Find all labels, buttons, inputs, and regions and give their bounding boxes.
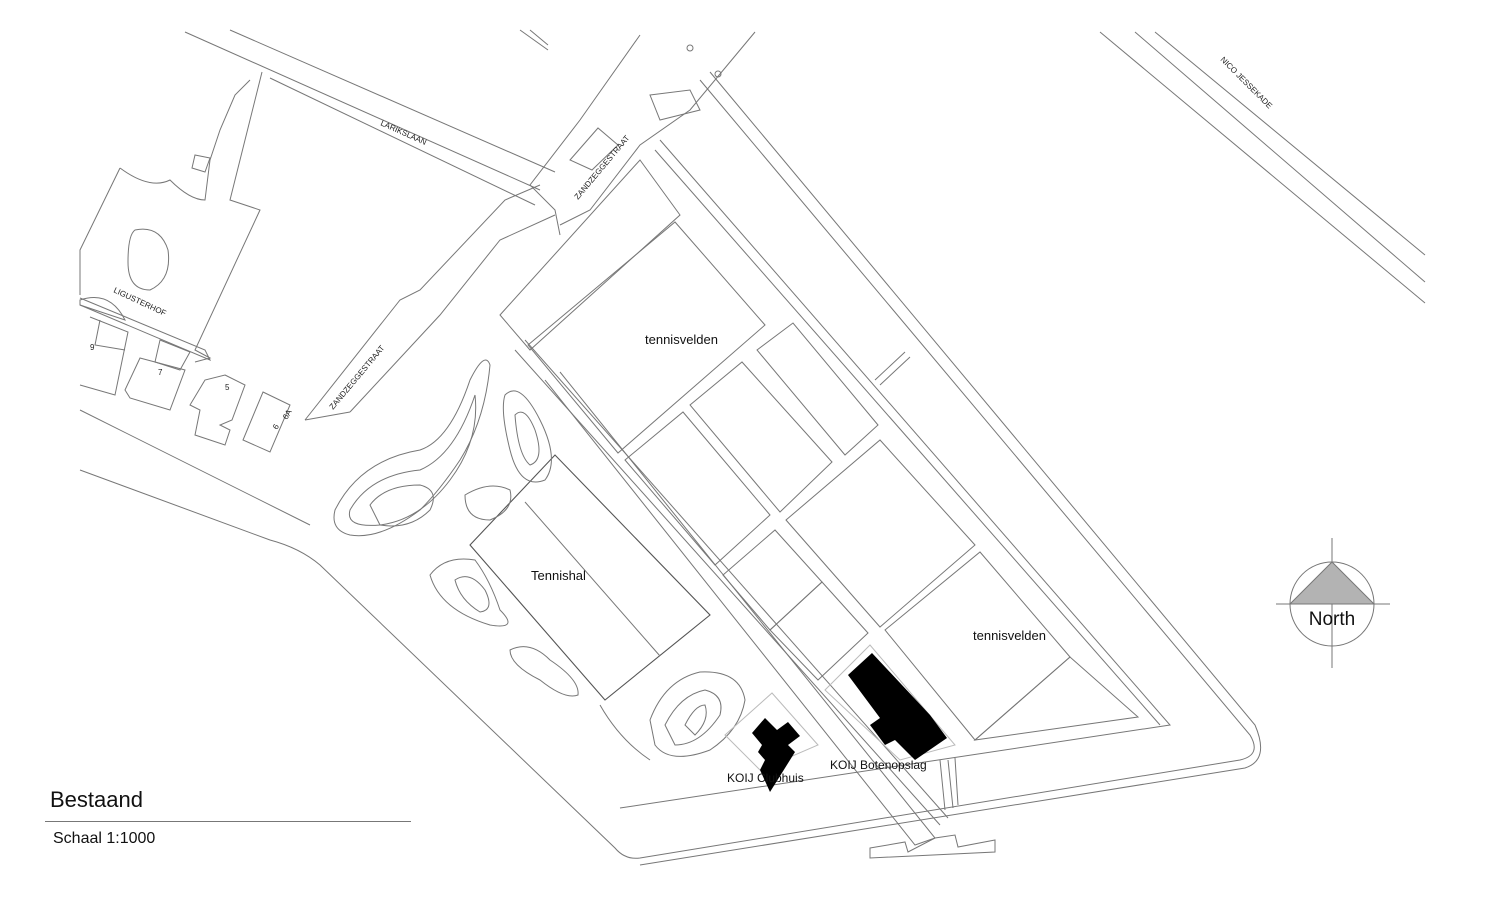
nico-jessekade-road: [1099, 31, 1426, 304]
drawing-title: Bestaand: [50, 787, 143, 812]
court: [624, 411, 771, 566]
court: [769, 581, 869, 681]
house-number: 6: [271, 422, 281, 431]
botenopslag-plot: [824, 644, 956, 761]
tennis-courts: [527, 221, 1140, 741]
court: [689, 361, 833, 513]
zandzegge-street: [304, 29, 756, 421]
north-arrow: North: [1276, 538, 1390, 668]
label-tennishal: Tennishal: [531, 568, 586, 583]
street-label-lariks: LARIKSLAAN: [379, 119, 428, 147]
house-number: 6A: [281, 407, 294, 421]
court: [785, 439, 976, 628]
site-boundary: [79, 71, 1262, 866]
label-clubhuis: KOIJ Clubhuis: [727, 771, 804, 785]
court: [756, 322, 879, 456]
street-label-nico: NICO JESSEKADE: [1219, 55, 1274, 110]
clubhuis-plot: [724, 692, 819, 771]
drawing-scale: Schaal 1:1000: [53, 830, 156, 847]
title-divider: [45, 821, 411, 822]
north-triangle-icon: [1288, 561, 1376, 605]
tennishal-building: [469, 454, 711, 701]
botenopslag-building: [848, 653, 947, 760]
label-tennisvelden-top: tennisvelden: [645, 332, 718, 347]
court: [973, 656, 1140, 741]
house-number: 5: [225, 383, 230, 392]
house-number: 7: [158, 368, 163, 377]
house-number: 9: [90, 343, 95, 352]
label-tennisvelden-bottom: tennisvelden: [973, 628, 1046, 643]
residential-block: [79, 71, 311, 526]
north-label: North: [1309, 609, 1355, 630]
clubhuis-building: [752, 718, 800, 792]
contour-lines: [333, 359, 746, 761]
court: [527, 221, 766, 454]
lariks-road: [184, 29, 556, 206]
label-botenopslag: KOIJ Botenopslag: [830, 758, 927, 772]
